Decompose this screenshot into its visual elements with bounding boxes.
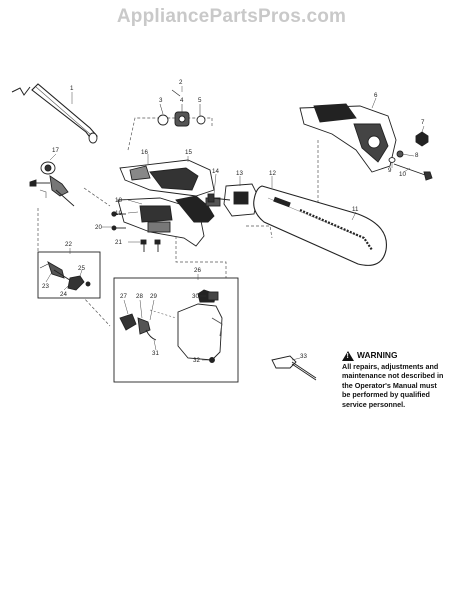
part-number-label: 24 xyxy=(60,291,67,298)
part-number-label: 15 xyxy=(185,149,192,156)
part-number-label: 33 xyxy=(300,353,307,360)
part-number-label: 7 xyxy=(421,119,425,126)
warning-line: the Operator's Manual must xyxy=(342,380,437,390)
part-number-label: 3 xyxy=(159,97,163,104)
gear-assembly xyxy=(157,89,206,127)
warning-notice: WARNING All repairs, adjustments and mai… xyxy=(342,350,454,409)
warning-heading: WARNING xyxy=(342,350,454,361)
part-number-label: 32 xyxy=(193,357,200,364)
oil-tank-box xyxy=(113,277,239,383)
part-number-label: 30 xyxy=(192,293,199,300)
warning-line: service personnel. xyxy=(342,399,406,409)
part-number-label: 19 xyxy=(115,210,122,217)
pinion-gear xyxy=(29,161,75,207)
warning-line: be performed by qualified xyxy=(342,390,430,400)
part-number-label: 31 xyxy=(152,350,159,357)
warning-line: maintenance not described in xyxy=(342,371,444,381)
part-number-label: 20 xyxy=(95,224,102,231)
chain-guard xyxy=(299,103,397,173)
part-number-label: 18 xyxy=(115,197,122,204)
part-number-label: 12 xyxy=(269,170,276,177)
part-number-label: 1 xyxy=(70,85,74,92)
part-number-label: 14 xyxy=(212,168,219,175)
part-number-label: 23 xyxy=(42,283,49,290)
guide-bar xyxy=(253,185,387,266)
part-number-label: 16 xyxy=(141,149,148,156)
warning-line: All repairs, adjustments and xyxy=(342,362,439,371)
oiler-parts-box xyxy=(37,251,101,299)
part-number-label: 21 xyxy=(115,239,122,246)
part-number-label: 22 xyxy=(65,241,72,248)
part-number-label: 27 xyxy=(120,293,127,300)
part-number-label: 4 xyxy=(180,97,184,104)
wrench-tool xyxy=(271,355,317,381)
bar-stud xyxy=(207,193,231,203)
part-number-label: 11 xyxy=(352,206,359,213)
part-number-label: 26 xyxy=(194,267,201,274)
part-number-label: 17 xyxy=(52,147,59,154)
part-number-label: 28 xyxy=(136,293,143,300)
part-number-label: 9 xyxy=(388,167,392,174)
motor-housing xyxy=(119,159,215,197)
side-cover xyxy=(117,195,221,247)
part-number-label: 13 xyxy=(236,170,243,177)
part-number-label: 5 xyxy=(198,97,202,104)
warning-title: WARNING xyxy=(357,350,398,361)
part-number-label: 10 xyxy=(399,171,406,178)
part-number-label: 2 xyxy=(179,79,183,86)
part-number-label: 6 xyxy=(374,92,378,99)
warning-triangle-icon xyxy=(342,351,354,361)
saw-chain xyxy=(299,208,373,251)
pole-tube xyxy=(11,83,98,144)
part-number-label: 8 xyxy=(415,152,419,159)
bar-nut-hardware xyxy=(388,131,433,181)
part-number-label: 25 xyxy=(78,265,85,272)
part-number-labels: 1 2 3 4 5 6 7 8 9 10 11 12 13 14 15 16 1… xyxy=(42,79,425,364)
part-number-label: 29 xyxy=(150,293,157,300)
site-watermark: AppliancePartsPros.com xyxy=(116,6,347,27)
screws xyxy=(111,211,161,252)
bar-plate xyxy=(223,183,259,217)
